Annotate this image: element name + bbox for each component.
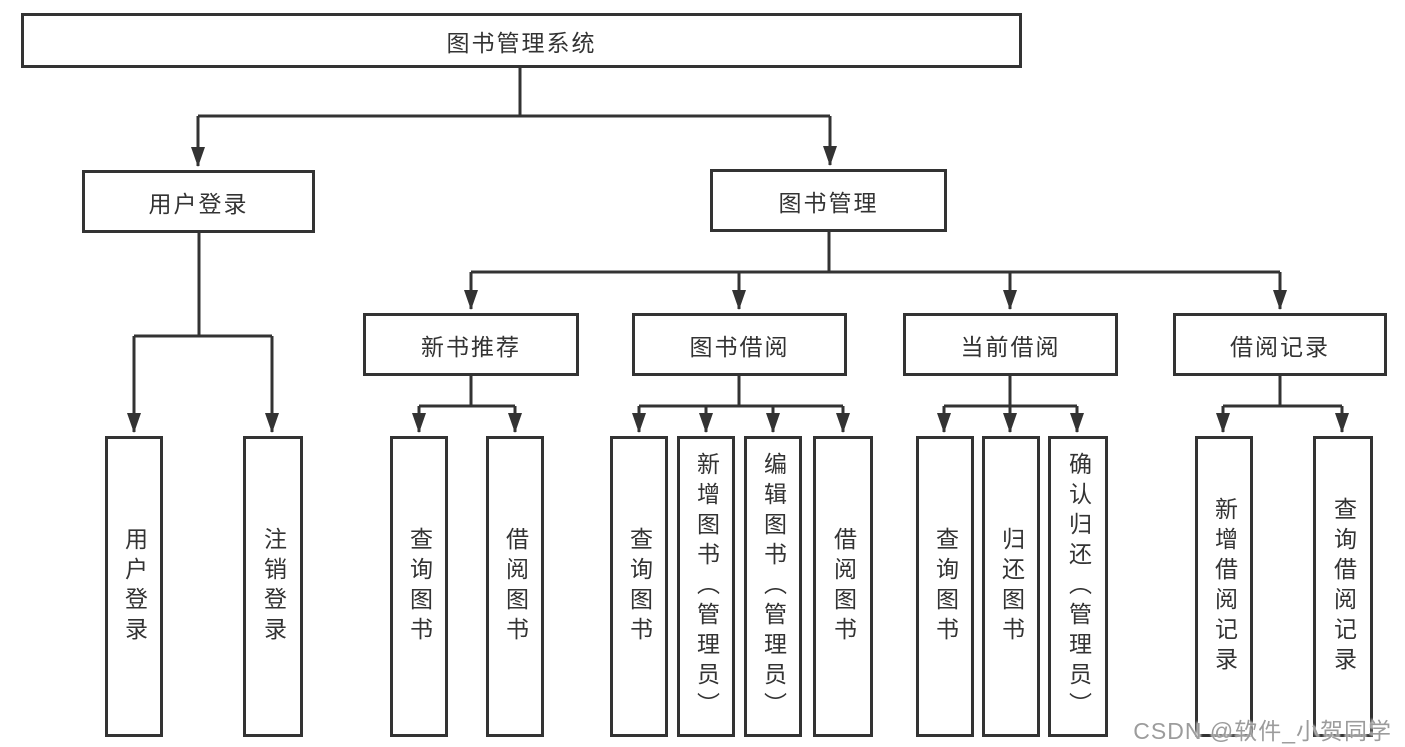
node-borrow-records: 借阅记录 — [1173, 313, 1387, 376]
leaf-br-add-record: 新增借阅记录 — [1195, 436, 1253, 737]
node-root-library-system: 图书管理系统 — [21, 13, 1022, 68]
leaf-nb-query-book: 查询图书 — [390, 436, 448, 737]
node-book-management: 图书管理 — [710, 169, 947, 232]
node-user-login: 用户登录 — [82, 170, 315, 233]
csdn-watermark: CSDN @软件_小贺同学 — [1133, 718, 1392, 744]
leaf-bb-add-book-admin: 新增图书（管理员） — [677, 436, 735, 737]
node-book-borrow: 图书借阅 — [632, 313, 847, 376]
node-new-book-recommend: 新书推荐 — [363, 313, 579, 376]
leaf-br-query-record: 查询借阅记录 — [1313, 436, 1373, 737]
leaf-bb-edit-book-admin: 编辑图书（管理员） — [744, 436, 802, 737]
leaf-user-login: 用户登录 — [105, 436, 163, 737]
leaf-logout: 注销登录 — [243, 436, 303, 737]
leaf-bb-borrow-book: 借阅图书 — [813, 436, 873, 737]
leaf-cb-return-book: 归还图书 — [982, 436, 1040, 737]
leaf-cb-query-book: 查询图书 — [916, 436, 974, 737]
leaf-cb-confirm-return-admin: 确认归还（管理员） — [1048, 436, 1108, 737]
leaf-bb-query-book: 查询图书 — [610, 436, 668, 737]
node-current-borrow: 当前借阅 — [903, 313, 1118, 376]
leaf-nb-borrow-book: 借阅图书 — [486, 436, 544, 737]
